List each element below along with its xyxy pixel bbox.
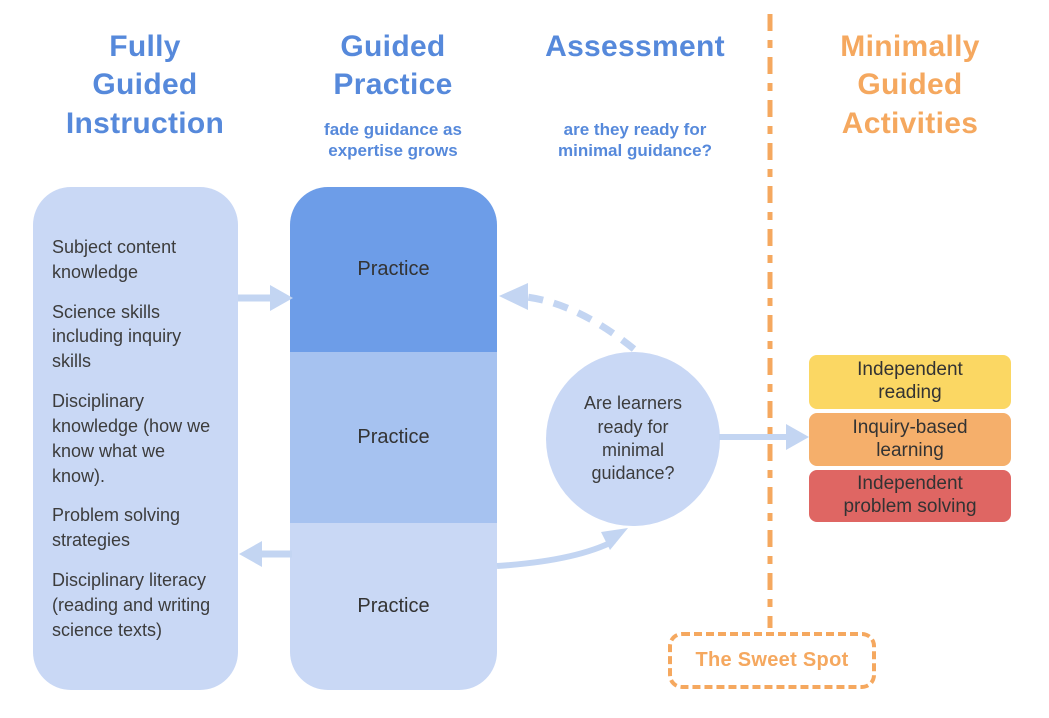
- arrow-left-practice-to-instruction-icon: [239, 541, 292, 567]
- arrow-dashed-assessment-to-practice-icon: [499, 283, 637, 352]
- list-item: Disciplinary literacy (reading and writi…: [52, 570, 211, 640]
- guided-practice-subtitle: fade guidance as expertise grows: [324, 120, 462, 160]
- practice-stage-1: Practice: [290, 187, 497, 352]
- minimally-guided-activities-title: Minimally Guided Activities: [840, 30, 980, 140]
- assessment-question-circle: Are learners ready for minimal guidance?: [546, 352, 720, 526]
- list-item: Problem solving strategies: [52, 505, 181, 551]
- activity-label: Independent problem solving: [843, 473, 977, 517]
- activity-inquiry-based-learning: Inquiry-based learning: [807, 411, 1013, 468]
- practice-stage-label: Practice: [357, 426, 430, 448]
- sweet-spot-label: The Sweet Spot: [695, 649, 849, 671]
- activity-label: Inquiry-based learning: [852, 416, 968, 461]
- list-item: Disciplinary knowledge (how we know what…: [52, 391, 211, 486]
- guided-practice-title: Guided Practice: [333, 30, 453, 102]
- arrow-curve-practice-to-assessment-icon: [496, 528, 628, 569]
- assessment-subtitle: are they ready for minimal guidance?: [558, 120, 712, 160]
- activity-label: Independent reading: [857, 359, 963, 403]
- practice-stage-label: Practice: [357, 258, 430, 280]
- list-item: Subject content knowledge: [52, 237, 177, 282]
- practice-stage-label: Practice: [357, 595, 430, 617]
- assessment-title: Assessment: [545, 30, 725, 63]
- guided-practice-panel: Practice Practice Practice: [290, 187, 497, 690]
- activity-independent-problem-solving: Independent problem solving: [807, 468, 1013, 524]
- practice-stage-3: Practice: [290, 523, 497, 690]
- sweet-spot-badge: The Sweet Spot: [668, 632, 876, 689]
- assessment-question-text: Are learners ready for minimal guidance?: [583, 393, 683, 484]
- activity-independent-reading: Independent reading: [807, 353, 1013, 411]
- arrow-right-instruction-to-practice-icon: [238, 285, 293, 311]
- practice-stage-2: Practice: [290, 352, 497, 523]
- fully-guided-instruction-title: Fully Guided Instruction: [65, 30, 225, 140]
- arrow-right-assessment-to-activities-icon: [719, 424, 809, 450]
- list-item: Science skills including inquiry skills: [52, 301, 182, 372]
- fully-guided-instruction-panel: Subject content knowledge Science skills…: [33, 187, 238, 690]
